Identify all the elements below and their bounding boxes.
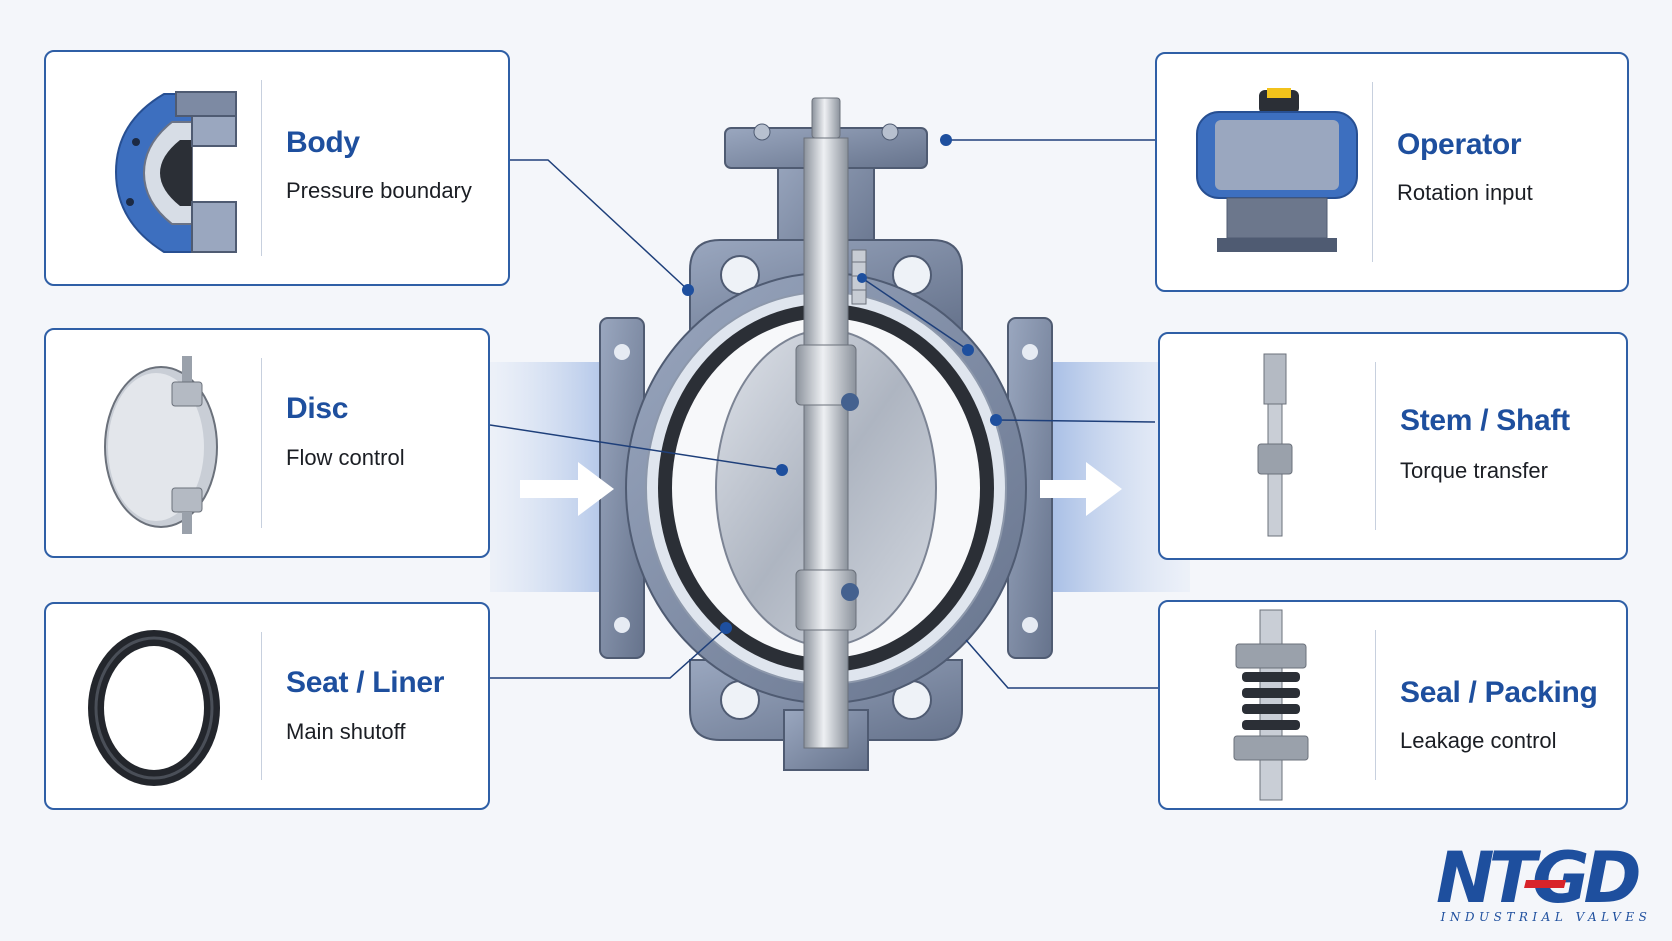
card-divider <box>1375 362 1376 530</box>
card-divider <box>1375 630 1376 780</box>
callout-subtitle: Rotation input <box>1397 180 1533 206</box>
callout-title: Disc <box>286 392 348 426</box>
logo-tagline: INDUSTRIAL VALVES <box>1430 910 1662 924</box>
callout-operator: Operator Rotation input <box>1155 52 1629 292</box>
callout-subtitle: Pressure boundary <box>286 178 472 204</box>
card-divider <box>261 632 262 780</box>
callout-subtitle: Flow control <box>286 445 405 471</box>
valve-body-cutaway-icon <box>46 52 266 288</box>
card-divider <box>261 358 262 528</box>
callout-title: Seal / Packing <box>1400 676 1598 710</box>
disc-icon <box>46 330 266 560</box>
ntgd-logo-mark: NT GD <box>1430 840 1662 910</box>
callout-disc: Disc Flow control <box>44 328 490 558</box>
callout-seal: Seal / Packing Leakage control <box>1158 600 1628 810</box>
callout-subtitle: Main shutoff <box>286 719 405 745</box>
callout-subtitle: Leakage control <box>1400 728 1557 754</box>
packing-seal-icon <box>1160 602 1380 812</box>
svg-text:NT: NT <box>1436 840 1542 910</box>
card-divider <box>1372 82 1373 262</box>
callout-subtitle: Torque transfer <box>1400 458 1548 484</box>
callout-title: Operator <box>1397 128 1521 162</box>
card-divider <box>261 80 262 256</box>
stem-shaft-icon <box>1160 334 1380 562</box>
brand-logo: NT GD INDUSTRIAL VALVES <box>1430 840 1662 936</box>
callout-title: Stem / Shaft <box>1400 404 1570 438</box>
callout-seat: Seat / Liner Main shutoff <box>44 602 490 810</box>
callout-title: Body <box>286 126 360 160</box>
callout-stem: Stem / Shaft Torque transfer <box>1158 332 1628 560</box>
seat-ring-icon <box>46 604 266 812</box>
pneumatic-actuator-icon <box>1157 54 1377 294</box>
svg-text:GD: GD <box>1532 840 1639 910</box>
callout-title: Seat / Liner <box>286 666 444 700</box>
callout-body: Body Pressure boundary <box>44 50 510 286</box>
